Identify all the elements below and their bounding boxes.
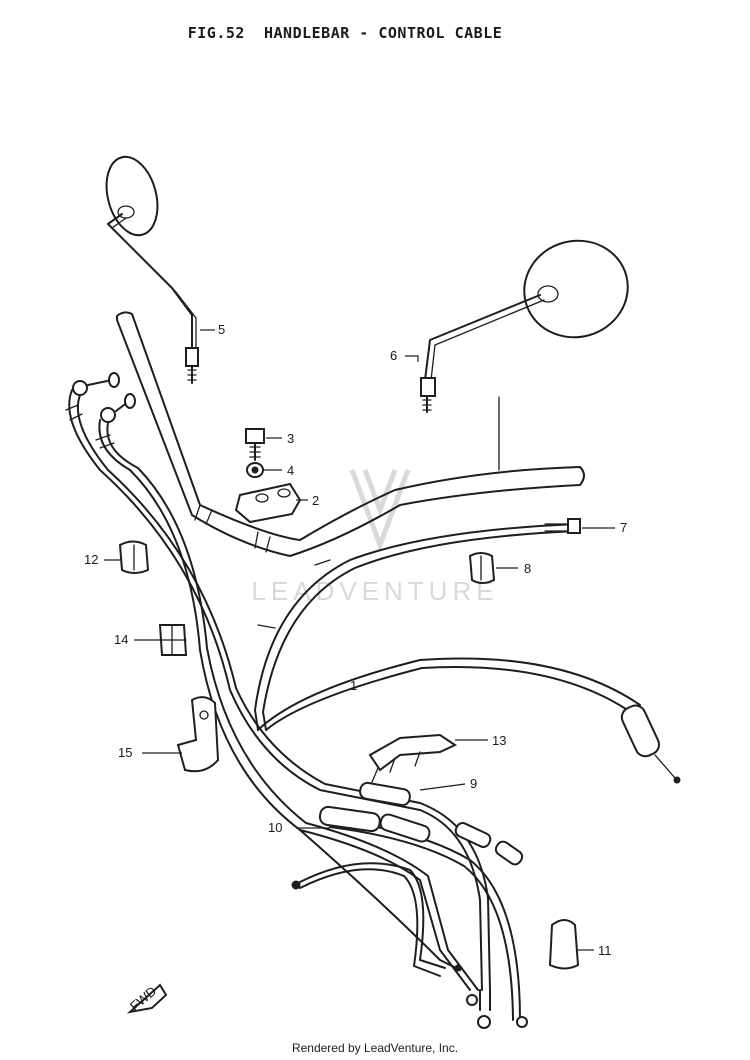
throttle-cable-pull	[65, 372, 491, 991]
handlebar	[116, 311, 585, 557]
callout-10: 10	[268, 820, 282, 835]
right-mirror	[420, 239, 629, 413]
footer-credit: Rendered by LeadVenture, Inc.	[291, 1041, 459, 1055]
callout-leaders	[104, 329, 615, 951]
cable-clamp-8	[468, 552, 496, 584]
figure-title: FIG.52 HANDLEBAR - CONTROL CABLE	[188, 24, 503, 42]
throttle-cable-return	[95, 393, 461, 971]
cable-clamp-12	[118, 540, 150, 574]
callout-1: 1	[350, 678, 357, 693]
callout-4: 4	[287, 463, 294, 478]
callout-8: 8	[524, 561, 531, 576]
callout-14: 14	[114, 632, 128, 647]
callout-2: 2	[312, 493, 319, 508]
callout-3: 3	[287, 431, 294, 446]
bolt-washer	[246, 462, 264, 478]
watermark-logo	[349, 469, 411, 553]
handlebar-clamp	[234, 482, 302, 524]
cable-bracket-15	[176, 696, 220, 773]
callout-6: 6	[390, 348, 397, 363]
front-arrow: FWD	[126, 983, 168, 1014]
callout-15: 15	[118, 745, 132, 760]
cable-boot	[548, 919, 580, 970]
clutch-cable	[254, 518, 681, 784]
left-mirror	[105, 155, 199, 384]
watermark: LEADVENTURE	[251, 469, 498, 606]
callouts: 1 2 3 4 5 6 7 8 9 10 11 12 13 14 15	[84, 322, 627, 958]
callout-11: 11	[598, 943, 612, 958]
callout-5: 5	[218, 322, 225, 337]
lower-cable-bundle	[291, 781, 528, 1029]
callout-12: 12	[84, 552, 98, 567]
clamp-bolt	[245, 428, 265, 461]
cable-clamp-14	[158, 624, 188, 656]
watermark-text: LEADVENTURE	[251, 576, 498, 606]
callout-13: 13	[492, 733, 506, 748]
callout-7: 7	[620, 520, 627, 535]
callout-9: 9	[470, 776, 477, 791]
cable-bracket-13	[368, 733, 458, 783]
